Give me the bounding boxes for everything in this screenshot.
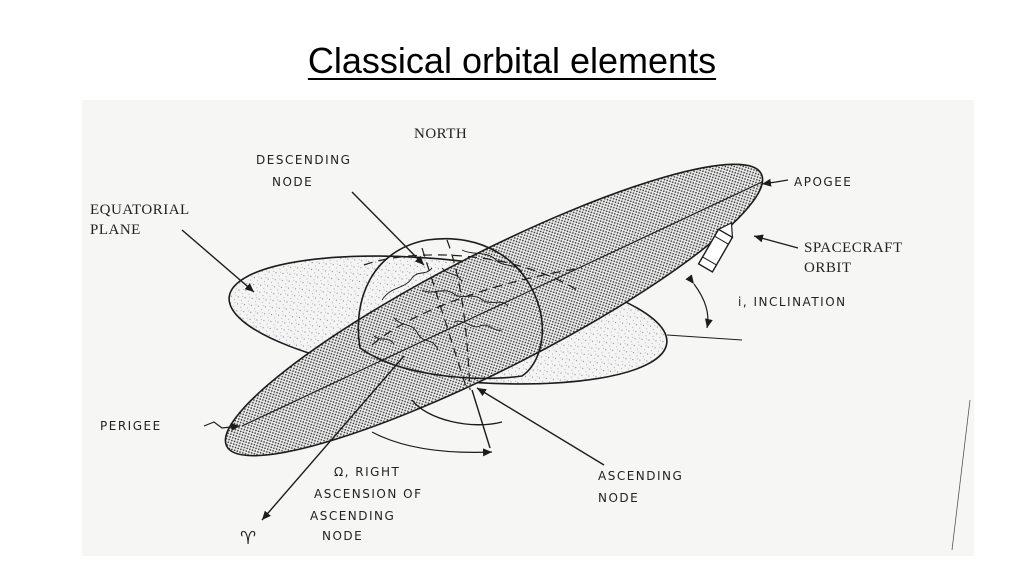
- label-equatorial-plane-line1: EQUATORIAL: [90, 202, 190, 218]
- label-inclination: i, INCLINATION: [738, 295, 847, 309]
- dashed-polar-axis: [421, 247, 468, 391]
- line-of-apsides: [241, 181, 763, 427]
- label-perigee: PERIGEE: [100, 419, 162, 433]
- perigee-arrow: [203, 421, 241, 431]
- descending-node-arrow: [351, 191, 425, 266]
- label-apogee: APOGEE: [794, 175, 852, 189]
- label-ascending-node-line2: NODE: [598, 491, 639, 505]
- right-ascension-arc: [371, 431, 493, 457]
- orbit-plane: [224, 163, 764, 457]
- earth-lower-cap: [411, 399, 503, 426]
- label-spacecraft-orbit-line2: ORBIT: [804, 260, 852, 276]
- dashed-equator: [371, 267, 583, 346]
- inclination-angle-arc: [685, 274, 713, 329]
- ascending-node-arrow: [476, 387, 605, 466]
- scan-edge-mark: [951, 399, 971, 551]
- label-raan-line2: ASCENSION OF: [314, 487, 423, 501]
- vernal-equinox-symbol: ♈: [240, 528, 256, 549]
- orbital-elements-diagram: NORTH DESCENDING NODE EQUATORIAL PLANE A…: [82, 100, 974, 556]
- label-raan-line1: Ω, RIGHT: [334, 465, 400, 479]
- equatorial-plane-arrow: [181, 229, 255, 293]
- spacecraft-orbit-arrow: [753, 234, 799, 249]
- earth-globe: [357, 237, 544, 380]
- vernal-equinox-direction: [261, 355, 405, 521]
- label-north: NORTH: [414, 126, 467, 142]
- label-equatorial-plane-line2: PLANE: [90, 222, 141, 238]
- slide-title: Classical orbital elements: [307, 40, 717, 81]
- label-raan-line4: NODE: [322, 529, 363, 543]
- label-descending-node-line2: NODE: [272, 175, 313, 189]
- label-descending-node-line1: DESCENDING: [256, 153, 351, 167]
- dashed-line-of-nodes: [363, 254, 578, 291]
- apogee-arrow: [761, 178, 789, 187]
- dashed-meridian: [446, 239, 471, 391]
- label-raan-line3: ASCENDING: [310, 509, 395, 523]
- label-spacecraft-orbit-line1: SPACECRAFT: [804, 240, 903, 256]
- raan-pointer-line: [471, 389, 491, 449]
- equatorial-reference-line: [666, 334, 743, 341]
- label-ascending-node-line1: ASCENDING: [598, 469, 683, 483]
- spacecraft-icon: [697, 221, 734, 273]
